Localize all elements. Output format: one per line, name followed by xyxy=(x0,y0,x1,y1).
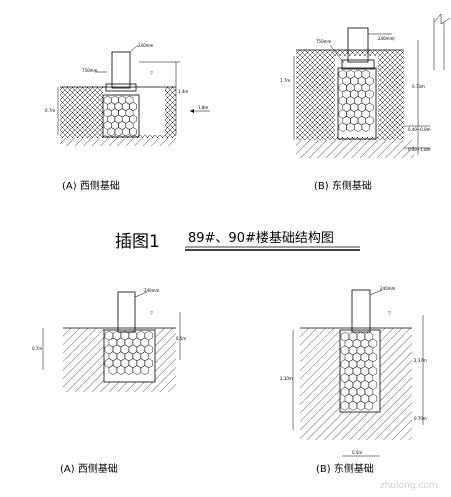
rubble-stone xyxy=(107,127,116,137)
leader-base xyxy=(329,44,345,64)
dim-bottom-right-label: 0.70m xyxy=(414,416,427,421)
rubble-stone xyxy=(116,365,126,375)
caption-top-left: (A) 西侧基础 xyxy=(62,179,120,192)
ground-hatch-below xyxy=(296,140,414,158)
rubble-stone xyxy=(114,127,123,137)
wall-width-label: 240mm xyxy=(378,36,394,41)
rubble-stone xyxy=(356,400,366,411)
rubble-stone xyxy=(132,365,142,375)
footing-block xyxy=(102,94,140,138)
ground-fill-upper xyxy=(296,50,404,56)
ground-fill xyxy=(296,56,404,140)
level-mark: ▽ xyxy=(150,310,154,315)
rubble-stone xyxy=(354,122,363,132)
level-mid-label: 0.40~0.8m xyxy=(408,127,431,132)
pointer-arrowhead xyxy=(190,109,194,113)
rubble-stone xyxy=(346,122,355,132)
ground-hatch xyxy=(63,328,176,392)
rubble-stone xyxy=(124,365,134,375)
panel-top-right: 240mm 750mm ▽ 1.7m 0.73m 0.40~0.8m 0.40~… xyxy=(280,13,451,192)
wall-width-label: 240mm xyxy=(144,288,160,293)
base-width-label: 750mm xyxy=(82,68,98,73)
ground-hatch xyxy=(300,328,412,440)
wall-width-label: 240mm xyxy=(138,43,154,48)
dim-right-label: 0.73m xyxy=(412,84,425,89)
rubble-stone xyxy=(338,122,347,132)
footing-block xyxy=(339,329,381,413)
wall-cap xyxy=(341,59,375,70)
arrow-label: 1.8m xyxy=(198,105,208,110)
watermark: zhulong.com xyxy=(380,481,438,491)
rubble-stone xyxy=(140,365,150,375)
dim-left-label: 0.7m xyxy=(45,108,55,113)
level-mark: ▽ xyxy=(392,36,396,41)
panel-top-left: 240mm 750mm ▽ 1.4m 0.7m 1.8m (A) 西侧基础 xyxy=(45,43,210,192)
rubble-fill xyxy=(103,95,137,137)
ground-fill-below xyxy=(60,138,176,146)
panel-bottom-left: 240mm ▽ 0.7m 0.5m (A) 西侧基础 xyxy=(32,288,186,475)
rubble-fill xyxy=(338,69,374,132)
panel-bottom-right: 240mm ▽ 2.10m 2.37m 0.70m 0.5m (B) 东侧基础 xyxy=(280,286,427,475)
rubble-stone xyxy=(108,365,118,375)
rubble-stone xyxy=(361,122,370,132)
level-mark: ▽ xyxy=(150,70,154,75)
footing-block xyxy=(337,67,377,140)
rubble-fill xyxy=(104,330,154,375)
dim-left-label: 0.7m xyxy=(32,346,42,351)
brick-wall xyxy=(347,27,369,63)
brick-wall xyxy=(351,289,371,333)
dim-left-label: 1.7m xyxy=(280,78,290,83)
rubble-stone xyxy=(121,127,130,137)
figure-title: 插图1 89#、90#楼基础结构图 xyxy=(115,231,360,252)
leader-wall xyxy=(129,44,139,53)
leader-wall xyxy=(369,289,383,296)
figure-subtitle: 89#、90#楼基础结构图 xyxy=(188,231,334,246)
figure-number: 插图1 xyxy=(115,232,160,252)
rubble-stone xyxy=(340,400,350,411)
base-width-label: 750mm xyxy=(316,39,332,44)
rubble-stone xyxy=(129,127,137,137)
wall-cap xyxy=(105,83,137,92)
caption-top-right: (B) 东侧基础 xyxy=(314,179,372,192)
level-low-label: 0.40~1.8m xyxy=(408,147,431,152)
break-mark xyxy=(433,13,451,70)
caption-bottom-left: (A) 西侧基础 xyxy=(60,462,118,475)
dim-right-label: 1.4m xyxy=(178,89,188,94)
wall-width-label: 240mm xyxy=(380,286,396,291)
dim-right-label: 2.37m xyxy=(414,358,427,363)
dim-right-label: 0.5m xyxy=(176,336,186,341)
dim-width-label: 0.5m xyxy=(352,450,362,455)
footing-block xyxy=(103,329,156,383)
rubble-stone xyxy=(364,400,374,411)
rubble-stone xyxy=(348,400,358,411)
brick-wall xyxy=(117,291,136,333)
ground-fill-left xyxy=(60,87,176,138)
brick-wall xyxy=(111,51,131,89)
level-mark: ▽ xyxy=(388,310,392,315)
caption-bottom-right: (B) 东侧基础 xyxy=(316,462,374,475)
leader-wall xyxy=(134,291,148,298)
dim-left-label: 2.10m xyxy=(280,376,293,381)
rubble-fill xyxy=(340,331,378,411)
